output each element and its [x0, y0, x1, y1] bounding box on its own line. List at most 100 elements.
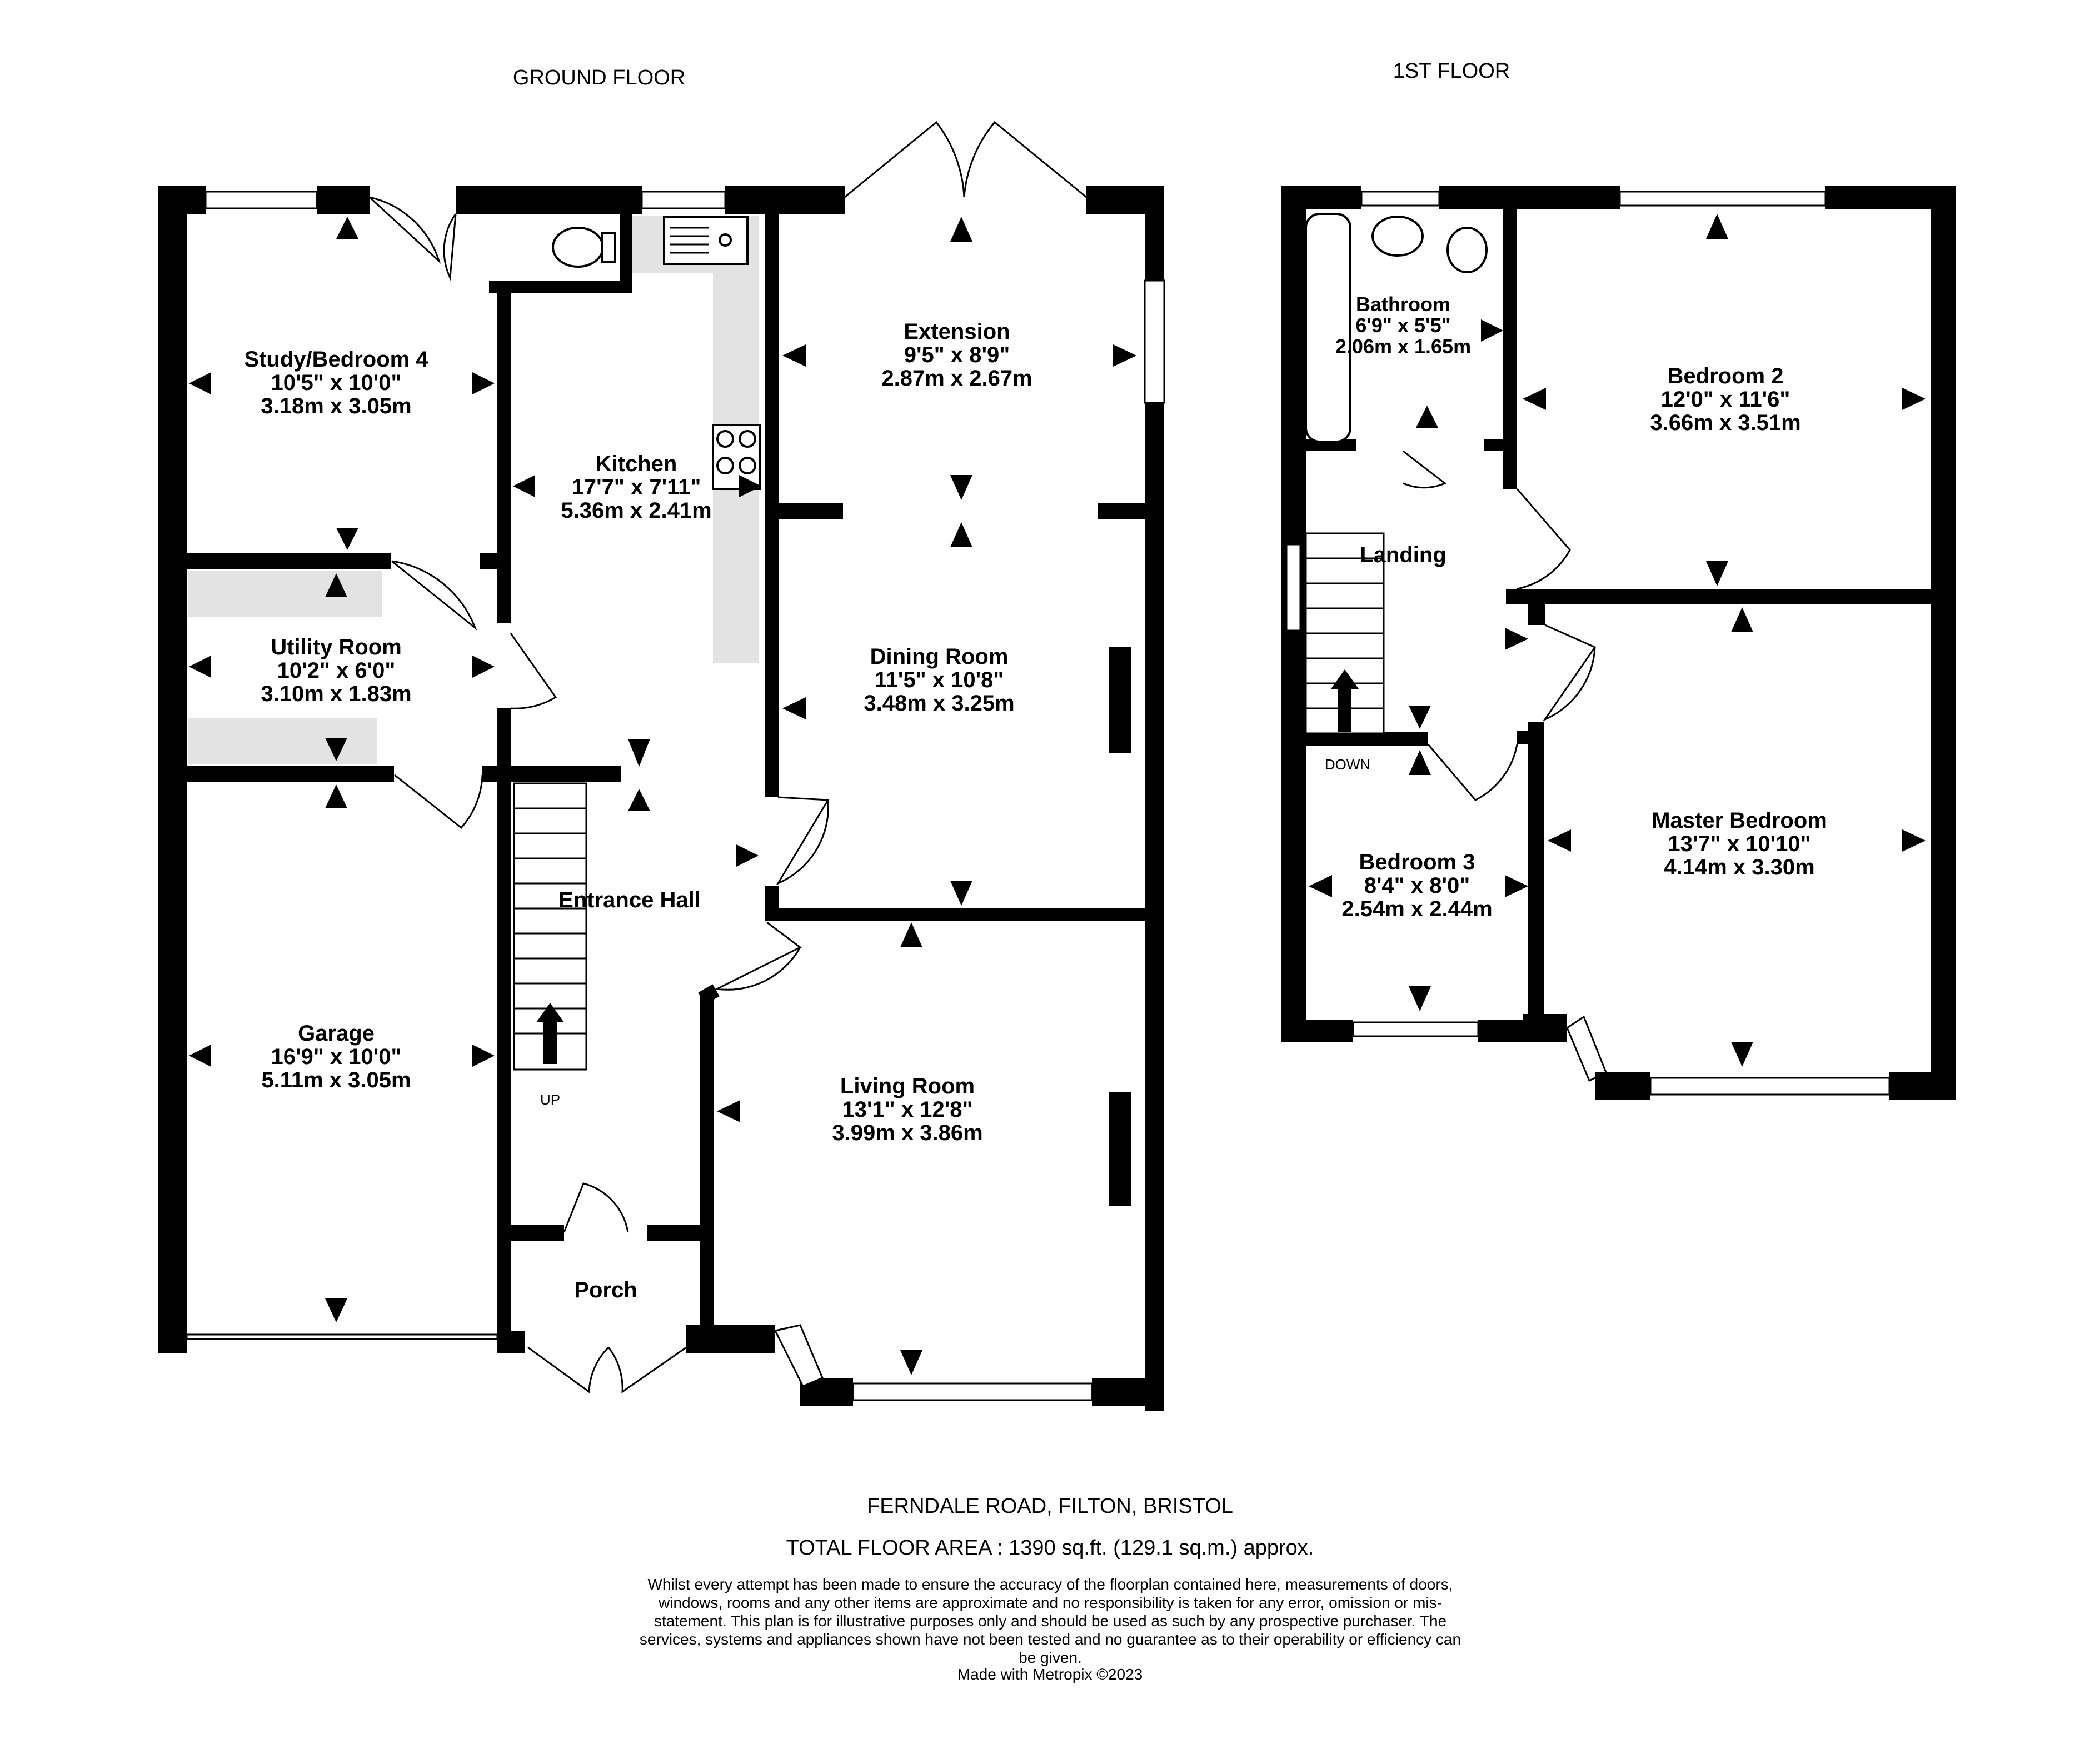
- measure-arrow-icon: [782, 697, 806, 719]
- window: [1144, 279, 1165, 404]
- measure-arrow-icon: [782, 344, 806, 367]
- door: [1427, 744, 1518, 801]
- wall: [1295, 732, 1428, 746]
- toilet-cistern-icon: [601, 232, 616, 263]
- measure-arrow-icon: [1523, 388, 1546, 410]
- credit-text: Made with Metropix ©2023: [957, 1666, 1143, 1683]
- wall: [1439, 186, 1620, 209]
- door: [714, 921, 802, 991]
- toilet-icon: [552, 227, 604, 268]
- garage-metric: 5.11m x 3.05m: [261, 1068, 411, 1092]
- measure-arrow-icon: [325, 784, 347, 808]
- door: [776, 796, 830, 886]
- measure-arrow-icon: [1731, 607, 1753, 632]
- window: [852, 1382, 1093, 1401]
- wall: [489, 281, 632, 293]
- measure-arrow-icon: [1481, 319, 1503, 342]
- wall: [1528, 722, 1544, 1042]
- porch-door: [563, 1182, 629, 1233]
- wall: [158, 553, 391, 569]
- wall: [497, 708, 511, 1353]
- up-arrow-icon: [536, 1003, 564, 1064]
- wall: [1092, 1378, 1153, 1406]
- wall: [1595, 1072, 1650, 1100]
- chimney-breast: [1109, 1092, 1131, 1206]
- door: [1542, 624, 1597, 722]
- wall: [456, 186, 642, 214]
- garage-door: [186, 1333, 498, 1340]
- wall: [765, 908, 1154, 921]
- living-metric: 3.99m x 3.86m: [832, 1121, 982, 1145]
- bedroom3-metric: 2.54m x 2.44m: [1341, 897, 1492, 921]
- measure-arrow-icon: [472, 372, 495, 394]
- measure-arrow-icon: [739, 475, 761, 497]
- utility-imperial: 10'2" x 6'0": [277, 658, 396, 683]
- measure-arrow-icon: [1706, 561, 1728, 586]
- first-east-wall: [1931, 186, 1956, 1097]
- dining-imperial: 11'5" x 10'8": [875, 668, 1004, 692]
- stairs-down-label: DOWN: [1325, 756, 1370, 773]
- wall: [647, 1225, 714, 1241]
- measure-arrow-icon: [736, 844, 759, 867]
- wall: [698, 984, 720, 1005]
- wall: [1506, 589, 1945, 604]
- study-imperial: 10'5" x 10'0": [271, 371, 402, 395]
- total-floor-area: TOTAL FLOOR AREA : 1390 sq.ft. (129.1 sq…: [786, 1536, 1314, 1560]
- measure-arrow-icon: [1548, 829, 1571, 852]
- measure-arrow-icon: [336, 217, 358, 239]
- measure-arrow-icon: [325, 1298, 347, 1322]
- study-metric: 3.18m x 3.05m: [261, 394, 411, 418]
- measure-arrow-icon: [628, 739, 650, 767]
- measure-arrow-icon: [950, 217, 972, 242]
- door: [391, 560, 477, 631]
- wall: [1889, 1072, 1956, 1100]
- window: [641, 191, 726, 209]
- master-name: Master Bedroom: [1652, 808, 1827, 833]
- measure-arrow-icon: [1113, 344, 1136, 367]
- measure-arrow-icon: [472, 1045, 495, 1067]
- bath-icon: [1305, 213, 1351, 443]
- first-floor-plan: DOWN Bathroom 6'9" x 5'5" 2.06m x 1.65m …: [1281, 186, 1956, 1100]
- french-door-right: [963, 121, 1087, 198]
- measure-arrow-icon: [950, 881, 972, 906]
- wall: [1478, 1020, 1534, 1042]
- utility-counter-bottom: [188, 718, 377, 764]
- measure-arrow-icon: [1409, 986, 1431, 1011]
- master-metric: 4.14m x 3.30m: [1664, 855, 1814, 879]
- wall: [1484, 439, 1517, 451]
- kitchen-imperial: 17'7" x 7'11": [572, 475, 701, 499]
- door: [394, 774, 483, 829]
- measure-arrow-icon: [628, 789, 650, 811]
- living-imperial: 13'1" x 12'8": [842, 1097, 973, 1122]
- window: [1619, 191, 1827, 207]
- measure-arrow-icon: [1409, 750, 1431, 775]
- measure-arrow-icon: [1409, 706, 1431, 729]
- door: [1516, 488, 1571, 590]
- wall: [725, 186, 845, 214]
- kitchen-metric: 5.36m x 2.41m: [561, 498, 711, 523]
- measure-arrow-icon: [1309, 875, 1332, 897]
- bay-window: [774, 1324, 824, 1387]
- living-name: Living Room: [840, 1074, 975, 1098]
- measure-arrow-icon: [1505, 875, 1528, 897]
- wall: [317, 186, 370, 214]
- measure-arrow-icon: [336, 528, 358, 550]
- extension-imperial: 9'5" x 8'9": [904, 343, 1010, 367]
- window: [1352, 1021, 1479, 1037]
- measure-arrow-icon: [1416, 406, 1438, 428]
- extension-metric: 2.87m x 2.67m: [881, 366, 1032, 391]
- front-door-left: [527, 1346, 610, 1393]
- door: [1403, 450, 1446, 489]
- window: [1649, 1077, 1891, 1096]
- measure-arrow-icon: [900, 1350, 922, 1375]
- measure-arrow-icon: [189, 1045, 211, 1067]
- porch-name: Porch: [574, 1278, 637, 1302]
- wall: [765, 503, 843, 519]
- door: [443, 213, 457, 281]
- front-door-right: [607, 1346, 687, 1393]
- bedroom3-imperial: 8'4" x 8'0": [1364, 873, 1470, 898]
- chimney-breast: [1109, 647, 1131, 753]
- wall: [620, 186, 632, 292]
- measure-arrow-icon: [950, 475, 972, 500]
- wall: [158, 766, 394, 782]
